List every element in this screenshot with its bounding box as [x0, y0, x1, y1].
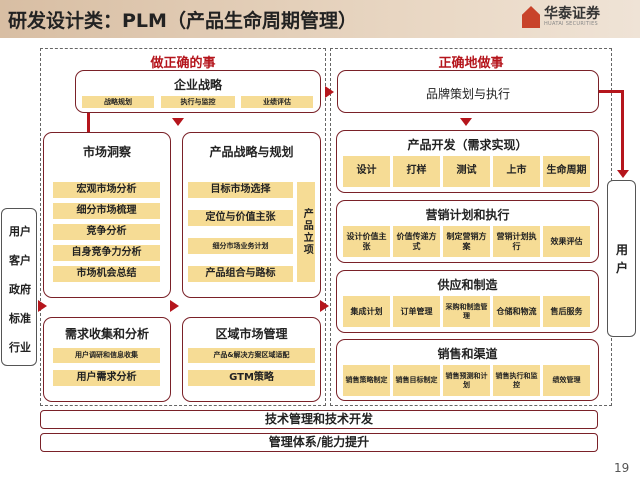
item: 销售策略制定	[343, 365, 390, 396]
item: 宏观市场分析	[53, 182, 160, 198]
connector-line	[599, 90, 623, 93]
item: 产品组合与路标	[188, 266, 293, 282]
right-user-box: 用户	[607, 180, 636, 337]
item: 业绩评估	[241, 96, 313, 108]
right-section-title: 正确地做事	[438, 56, 504, 71]
item: 价值传递方式	[393, 226, 440, 257]
item: 打样	[393, 156, 440, 187]
left-section-title: 做正确的事	[150, 56, 216, 71]
market-insight-box: 市场洞察 宏观市场分析 细分市场梳理 竞争分析 自身竞争力分析 市场机会总结	[43, 132, 171, 298]
product-strategy-box: 产品战略与规划 目标市场选择 定位与价值主张 细分市场业务计划 产品组合与路标 …	[182, 132, 321, 298]
item: 销售预测和计划	[443, 365, 490, 396]
logo-cn: 华泰证券	[544, 6, 600, 22]
item: 设计价值主张	[343, 226, 390, 257]
right-user-label: 用户	[615, 243, 628, 275]
process-block: 营销计划和执行设计价值主张价值传递方式制定营销方案营销计划执行效果评估	[336, 200, 599, 263]
item: 营销计划执行	[493, 226, 540, 257]
item: 自身竞争力分析	[53, 245, 160, 261]
box-title: 市场洞察	[82, 145, 131, 159]
process-block: 产品开发（需求实现） 设计打样测试上市生命周期	[336, 130, 599, 193]
brand-box: 品牌策划与执行	[337, 70, 599, 113]
item: 效果评估	[543, 226, 590, 257]
demand-analysis-box: 需求收集和分析 用户调研和信息收集 用户需求分析	[43, 317, 171, 402]
item: 仓储和物流	[493, 296, 540, 327]
box-title: 营销计划和执行	[425, 208, 510, 222]
item: 上市	[493, 156, 540, 187]
item: 产品&解决方案区域适配	[188, 348, 315, 363]
item: 测试	[443, 156, 490, 187]
regional-market-box: 区域市场管理 产品&解决方案区域适配 GTM策略	[182, 317, 321, 402]
box-title: 销售和渠道	[437, 347, 498, 361]
tech-management-bar: 技术管理和技术开发	[40, 410, 598, 429]
left-user-label: 用户客户政府标准行业	[9, 225, 31, 354]
item: 采购和制造管理	[443, 296, 490, 327]
box-title: 供应和制造	[437, 278, 498, 292]
item: 用户调研和信息收集	[53, 348, 160, 363]
logo-icon	[522, 6, 540, 28]
box-title: 需求收集和分析	[64, 327, 149, 341]
item: 绩效管理	[543, 365, 590, 396]
left-user-box: 用户客户政府标准行业	[1, 208, 37, 366]
item: 制定营销方案	[443, 226, 490, 257]
box-title: 企业战略	[173, 78, 222, 92]
item: 定位与价值主张	[188, 210, 293, 226]
item: 售后服务	[543, 296, 590, 327]
item: 执行与监控	[161, 96, 235, 108]
arrow-right-icon	[170, 300, 179, 312]
logo-en: HUATAI SECURITIES	[544, 21, 598, 27]
arrow-right-icon	[325, 86, 334, 98]
connector-line	[87, 113, 90, 133]
item: GTM策略	[188, 370, 315, 386]
arrow-down-icon	[460, 118, 472, 126]
connector-line	[621, 90, 624, 172]
item: 市场机会总结	[53, 266, 160, 282]
process-block: 销售和渠道销售策略制定销售目标制定销售预测和计划销售执行和监控绩效管理	[336, 339, 599, 401]
arrow-right-icon	[38, 300, 47, 312]
item: 销售执行和监控	[493, 365, 540, 396]
item: 销售目标制定	[393, 365, 440, 396]
item: 细分市场业务计划	[188, 238, 293, 254]
arrow-down-icon	[172, 118, 184, 126]
left-section-frame	[40, 48, 326, 406]
item: 用户需求分析	[53, 370, 160, 386]
item: 细分市场梳理	[53, 203, 160, 219]
item: 战略规划	[82, 96, 154, 108]
page-title: 研发设计类：PLM（产品生命周期管理）	[8, 10, 357, 32]
management-system-bar: 管理体系/能力提升	[40, 433, 598, 452]
box-title: 产品战略与规划	[209, 145, 294, 159]
item: 生命周期	[543, 156, 590, 187]
enterprise-strategy-box: 企业战略 战略规划 执行与监控 业绩评估	[75, 70, 321, 113]
item: 竞争分析	[53, 224, 160, 240]
arrow-down-icon	[617, 170, 629, 178]
item: 订单管理	[393, 296, 440, 327]
box-title: 品牌策划与执行	[425, 87, 510, 101]
item: 集成计划	[343, 296, 390, 327]
arrow-right-icon	[320, 300, 329, 312]
product-initiation: 产品立项	[297, 182, 315, 282]
box-title: 区域市场管理	[215, 327, 288, 341]
item: 设计	[343, 156, 390, 187]
page-number: 19	[614, 461, 630, 475]
box-title: 产品开发（需求实现）	[407, 138, 528, 152]
item: 目标市场选择	[188, 182, 293, 198]
process-block: 供应和制造集成计划订单管理采购和制造管理仓储和物流售后服务	[336, 270, 599, 333]
